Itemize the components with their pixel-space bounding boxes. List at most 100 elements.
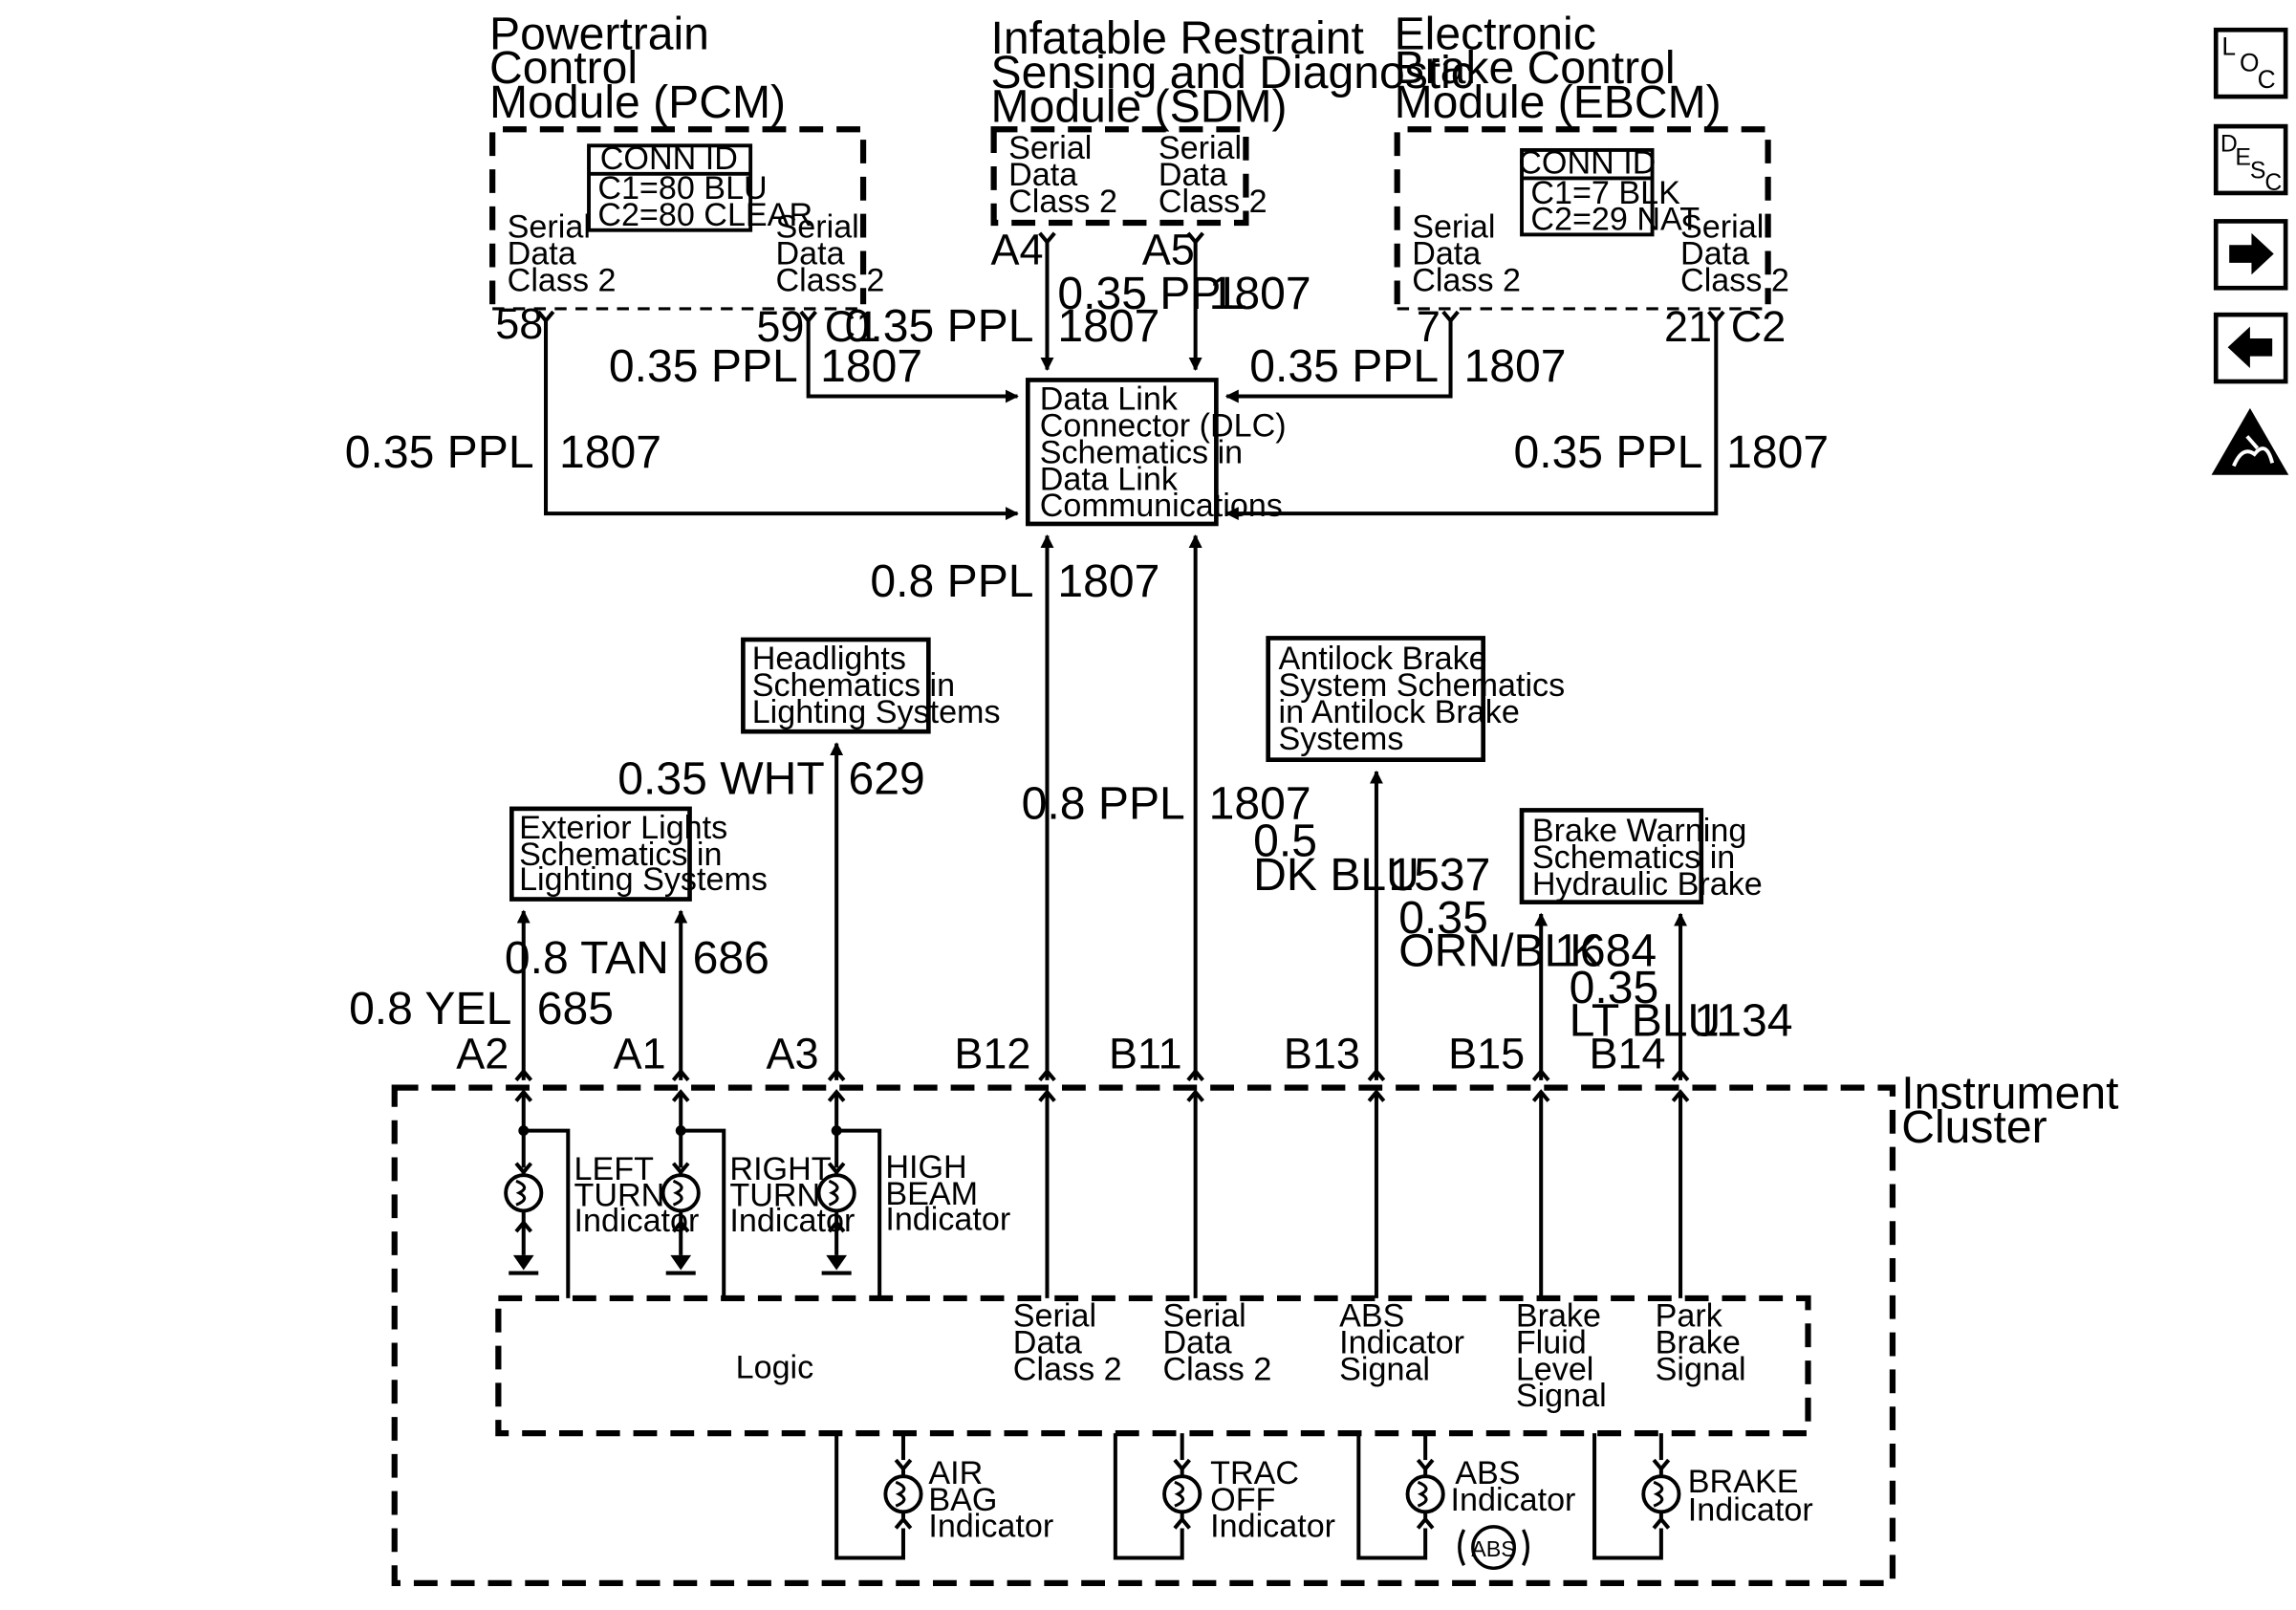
svg-text:LEFT: LEFT <box>574 1151 655 1187</box>
left-turn-lamp <box>504 1162 544 1275</box>
sdm-module: Serial Data Class 2 Serial Data Class 2 <box>990 126 1267 227</box>
svg-text:ABS: ABS <box>1471 1536 1516 1561</box>
svg-text:0.35 PPL: 0.35 PPL <box>609 340 798 392</box>
svg-text:Systems: Systems <box>1279 721 1404 757</box>
svg-text:AIR: AIR <box>928 1455 983 1491</box>
instrument-cluster: Instrument Cluster A2 A1 A3 B12 B11 B13 … <box>391 1029 2119 1586</box>
svg-text:Instrument: Instrument <box>1901 1067 2119 1119</box>
svg-text:Signal: Signal <box>1656 1351 1746 1387</box>
svg-text:Brake Control: Brake Control <box>1395 42 1676 94</box>
svg-text:CONN ID: CONN ID <box>1518 145 1656 182</box>
svg-text:1807: 1807 <box>1057 555 1159 607</box>
svg-text:Serial: Serial <box>1680 208 1764 245</box>
svg-text:ORN/BLK: ORN/BLK <box>1398 925 1600 976</box>
svg-text:BAG: BAG <box>928 1482 997 1518</box>
svg-text:C: C <box>2264 170 2282 196</box>
svg-text:Indicator: Indicator <box>1210 1509 1335 1545</box>
svg-text:Electronic: Electronic <box>1395 8 1596 59</box>
svg-text:Level: Level <box>1516 1351 1594 1387</box>
svg-text:1807: 1807 <box>559 426 661 478</box>
connector-c2: C2 <box>1731 302 1787 351</box>
svg-text:ABS: ABS <box>1455 1455 1520 1491</box>
svg-text:C: C <box>2258 65 2276 94</box>
svg-text:Headlights: Headlights <box>752 641 906 677</box>
pin-21: 21 <box>1664 302 1712 351</box>
svg-text:TURN: TURN <box>574 1178 665 1214</box>
svg-text:Class 2: Class 2 <box>1013 1351 1122 1387</box>
svg-text:Schematics in: Schematics in <box>519 837 722 873</box>
pin-b13: B13 <box>1284 1029 1360 1077</box>
svg-text:Indicator: Indicator <box>1688 1492 1813 1529</box>
svg-text:Serial: Serial <box>1163 1297 1246 1334</box>
svg-text:1684: 1684 <box>1554 925 1657 976</box>
cluster-internal-wires <box>518 1092 1683 1298</box>
svg-text:C1=80 BLU: C1=80 BLU <box>597 170 767 207</box>
svg-text:HIGH: HIGH <box>885 1149 966 1186</box>
svg-text:Class 2: Class 2 <box>776 262 885 298</box>
logic-block: Logic Serial Data Class 2 Serial Data Cl… <box>495 1295 1811 1437</box>
loc-icon[interactable]: L O C <box>2213 27 2288 99</box>
svg-text:Infatable Restraint: Infatable Restraint <box>991 12 1365 64</box>
logic-label: Logic <box>736 1350 814 1386</box>
forward-arrow-icon[interactable] <box>2213 219 2288 291</box>
ebcm-right-serial-label: Serial Data Class 2 <box>1680 208 1789 298</box>
svg-text:Connector (DLC): Connector (DLC) <box>1040 407 1287 444</box>
svg-text:0.35: 0.35 <box>1398 892 1488 944</box>
svg-text:C2=29 NAT: C2=29 NAT <box>1530 202 1700 238</box>
wire-pcm-59 <box>806 320 1019 403</box>
svg-text:Communications: Communications <box>1040 488 1283 524</box>
svg-text:0.35 PPL: 0.35 PPL <box>1057 268 1246 319</box>
svg-text:C2=80 CLEAR: C2=80 CLEAR <box>597 197 812 233</box>
svg-text:1537: 1537 <box>1388 849 1490 901</box>
svg-text:Data: Data <box>1013 1324 1082 1360</box>
abs-ref-box: Antilock Brake System Schematics in Anti… <box>1266 636 1565 763</box>
svg-text:Data Link: Data Link <box>1040 381 1179 417</box>
svg-text:Data: Data <box>1159 157 1227 193</box>
svg-text:TURN: TURN <box>729 1178 820 1214</box>
svg-text:Indicator: Indicator <box>1451 1482 1576 1518</box>
svg-text:Sensing and Diagnostic: Sensing and Diagnostic <box>991 47 1474 98</box>
pin-a1: A1 <box>614 1029 666 1077</box>
svg-text:Schematics in: Schematics in <box>1532 839 1735 876</box>
pin-7: 7 <box>1417 302 1440 351</box>
top-lamp-labels: LEFT TURN Indicator RIGHT TURN Indicator… <box>574 1149 1011 1239</box>
dlc-box: Data Link Connector (DLC) Schematics in … <box>1025 378 1287 527</box>
svg-text:0.8 PPL: 0.8 PPL <box>870 555 1033 607</box>
esd-warning-icon[interactable] <box>2211 407 2289 475</box>
svg-text:1134: 1134 <box>1694 994 1792 1046</box>
cluster-pin-labels: A2 A1 A3 B12 B11 B13 B15 B14 <box>456 1029 1665 1077</box>
svg-text:0.35: 0.35 <box>1570 962 1659 1013</box>
svg-text:OFF: OFF <box>1210 1482 1275 1518</box>
headlights-ref-box: Headlights Schematics in Lighting System… <box>741 637 1001 734</box>
svg-text:1807: 1807 <box>1057 300 1159 352</box>
wire-labels-bottom: 0.8 YEL 685 0.8 TAN 686 0.35 WHT 629 0.5… <box>349 752 1792 1046</box>
svg-text:Data: Data <box>508 235 576 272</box>
svg-text:Exterior Lights: Exterior Lights <box>519 810 727 846</box>
pin-a2: A2 <box>456 1029 509 1077</box>
svg-text:Serial: Serial <box>1412 208 1495 245</box>
air-bag-lamp <box>834 1433 923 1560</box>
logic-signal-labels: Serial Data Class 2 Serial Data Class 2 … <box>1013 1297 1746 1414</box>
svg-text:Class 2: Class 2 <box>1680 262 1789 298</box>
svg-text:Data: Data <box>1412 235 1481 272</box>
pin-b14: B14 <box>1589 1029 1665 1077</box>
back-arrow-icon[interactable] <box>2213 312 2288 384</box>
svg-text:Hydraulic Brake: Hydraulic Brake <box>1532 866 1763 903</box>
abs-badge-icon: ABS <box>1458 1525 1529 1571</box>
exterior-lights-ref-box: Exterior Lights Schematics in Lighting S… <box>509 806 768 902</box>
svg-text:Brake Warning: Brake Warning <box>1532 813 1746 849</box>
brake-lamp <box>1592 1433 1681 1560</box>
svg-text:Module (EBCM): Module (EBCM) <box>1395 76 1722 128</box>
svg-text:O: O <box>2240 49 2260 77</box>
module-pin-labels: 58 59 C1 A4 A5 7 21 C2 <box>495 225 1786 351</box>
pcm-right-serial-label: Serial Data Class 2 <box>776 208 885 298</box>
desc-icon[interactable]: D E S C <box>2213 123 2288 196</box>
svg-text:1807: 1807 <box>1726 426 1829 478</box>
pin-a4: A4 <box>991 225 1044 273</box>
svg-text:Data Link: Data Link <box>1040 461 1179 497</box>
svg-text:Serial: Serial <box>1008 130 1092 166</box>
sdm-left-serial-label: Serial Data Class 2 <box>1008 130 1117 220</box>
data-link-wires <box>536 231 1725 1080</box>
svg-text:Lighting Systems: Lighting Systems <box>752 694 1001 730</box>
